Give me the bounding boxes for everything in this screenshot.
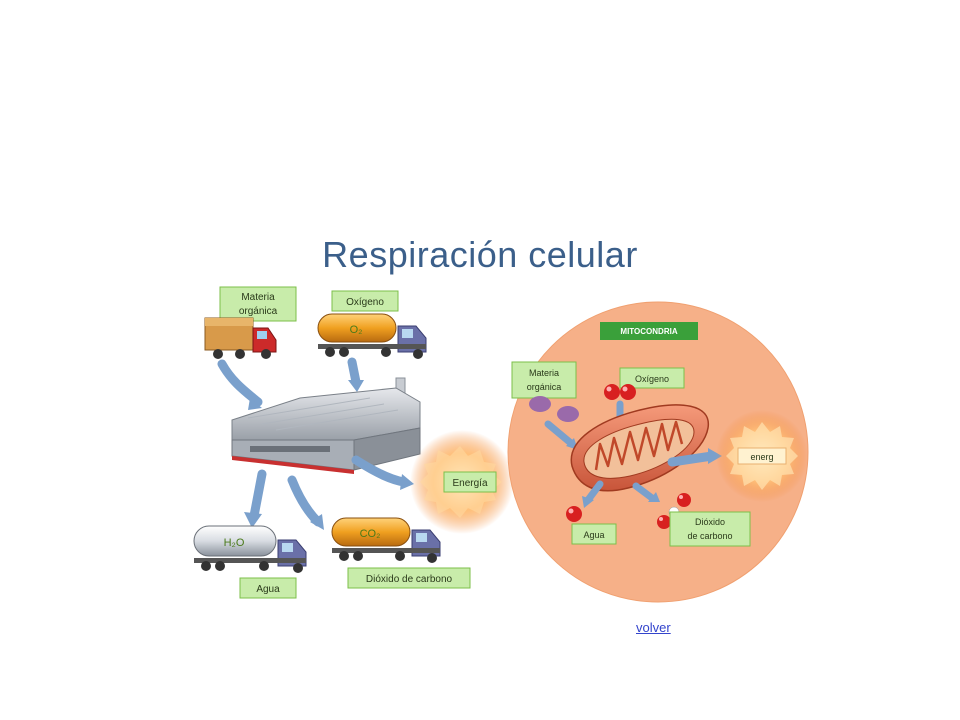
cell-energia-text: energ — [750, 452, 773, 462]
water-tanker: H₂O — [193, 525, 307, 573]
label-agua: Agua — [239, 577, 297, 599]
cell-dioxido-line2: de carbono — [687, 531, 732, 541]
page-title: Respiración celular — [322, 234, 638, 275]
energy-burst-cell: energ — [716, 410, 808, 502]
mitocondria-header: MITOCONDRIA — [600, 322, 698, 340]
label-materia-line1: Materia — [241, 292, 275, 303]
arrow-cell-agua-out — [584, 480, 604, 504]
volver-link[interactable]: volver — [636, 620, 671, 635]
label-energia-text: Energía — [452, 478, 487, 489]
tank-h2o-text: H₂O — [224, 537, 245, 549]
arrow-energia-out — [351, 455, 409, 487]
arrow-cell-energia-out — [667, 451, 717, 467]
arrow-oxigeno-in — [347, 357, 361, 387]
cell-materia-line1: Materia — [529, 368, 559, 378]
label-dioxido-carbono: Dióxido de carbono — [347, 567, 471, 589]
arrow-cell-co2-out — [632, 482, 656, 502]
label-oxigeno-text: Oxígeno — [346, 297, 384, 308]
cell-label-dioxido: Dióxido de carbono — [669, 511, 751, 547]
arrow-materia-in — [217, 359, 263, 407]
cell-materia-line2: orgánica — [527, 382, 562, 392]
mitocondria-header-text: MITOCONDRIA — [620, 327, 677, 336]
cell-label-oxigeno: Oxígeno — [619, 367, 685, 389]
oxygen-tanker: O₂ — [317, 313, 427, 359]
tank-o2-text: O₂ — [350, 324, 363, 336]
oxygen-molecule — [604, 384, 636, 400]
water-molecule — [566, 506, 582, 522]
cell-oxigeno-text: Oxígeno — [635, 374, 669, 384]
arrow-agua-out — [249, 469, 267, 521]
co2-tanker: CO₂ — [331, 517, 441, 563]
organic-molecule-1 — [529, 396, 551, 412]
organic-molecule-2 — [557, 406, 579, 422]
label-energia: Energía — [443, 471, 497, 493]
cell-label-materia: Materia orgánica — [511, 361, 577, 399]
arrow-cell-materia-in — [544, 420, 576, 448]
arrow-co2-out — [287, 475, 323, 527]
factory-building — [231, 377, 421, 474]
label-oxigeno: Oxígeno — [331, 290, 399, 312]
label-materia-line2: orgánica — [239, 306, 278, 317]
cell-agua-text: Agua — [583, 530, 604, 540]
cell-dioxido-line1: Dióxido — [695, 517, 725, 527]
cargo-truck — [204, 317, 277, 359]
label-agua-text: Agua — [256, 584, 280, 595]
tank-co2-text: CO₂ — [360, 528, 381, 540]
mitochondrion — [570, 404, 709, 492]
label-materia-organica: Materia orgánica — [219, 286, 297, 322]
label-dioxido-text: Dióxido de carbono — [366, 574, 453, 585]
cell-label-agua: Agua — [571, 523, 617, 545]
